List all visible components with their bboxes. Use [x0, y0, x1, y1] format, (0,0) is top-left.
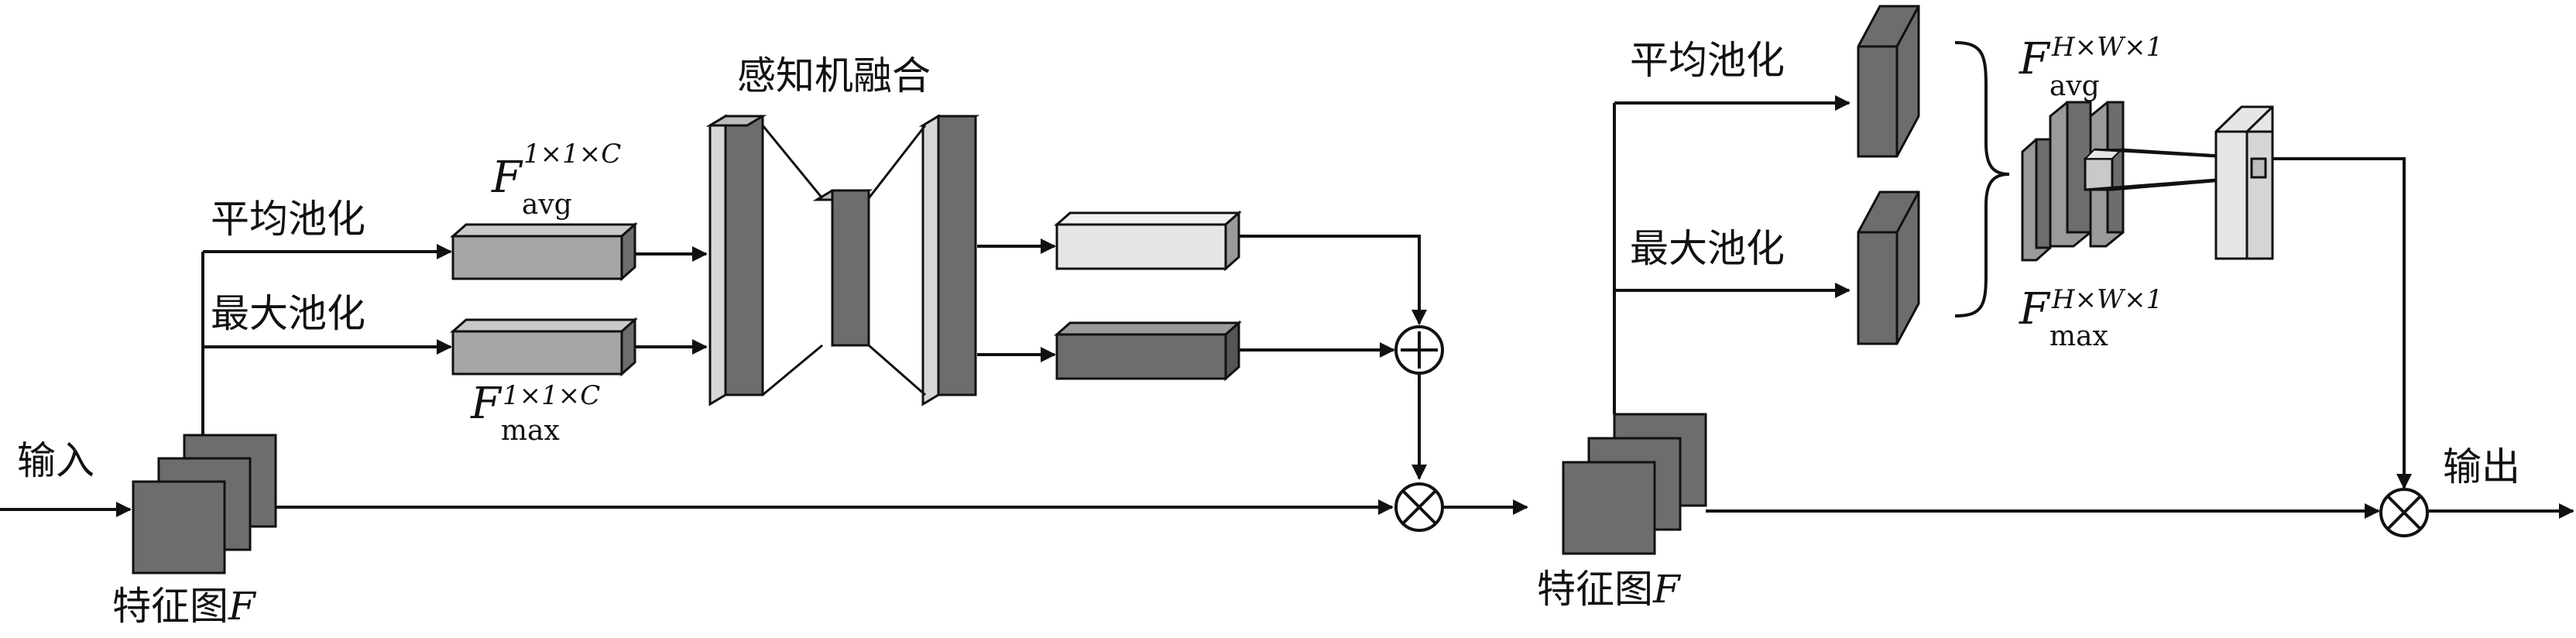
f-avg-c-sup: 1×1×C — [523, 139, 621, 170]
mlp-fusion-title: 感知机融合 — [737, 53, 931, 98]
output-label: 输出 — [2443, 444, 2520, 489]
avg-pool-label-1: 平均池化 — [211, 197, 365, 242]
f-max-c-label: Fmax — [470, 379, 560, 447]
f-avg-hw-label: Favg — [2019, 34, 2100, 102]
avg-pool-label-2: 平均池化 — [1630, 38, 1785, 83]
f-max-c-sup: 1×1×C — [503, 380, 600, 411]
feature-map-2-label: 特征图F — [1537, 567, 1682, 612]
multiply-symbol-2 — [2379, 488, 2429, 537]
max-pool-label-2: 最大池化 — [1630, 226, 1785, 271]
mlp-block — [705, 114, 980, 406]
max-mlp-output — [1054, 320, 1242, 382]
curly-brace — [1954, 41, 2010, 317]
avg-spatial-map — [1857, 5, 1920, 158]
input-label: 输入 — [17, 438, 94, 483]
concat-stack — [2021, 101, 2125, 262]
feature-map-1 — [132, 434, 277, 575]
avg-out-to-add-arrow — [1239, 235, 1427, 325]
avg-pooled-vector — [450, 221, 638, 282]
max-pool-label-1: 最大池化 — [211, 291, 365, 336]
feature-map-2 — [1562, 413, 1707, 555]
multiply-symbol-1 — [1394, 482, 1444, 532]
max-pooled-vector — [450, 317, 638, 377]
add-symbol — [1394, 325, 1444, 375]
f-avg-c-label: Favg — [491, 153, 572, 221]
f-avg-hw-sup: H×W×1 — [2051, 32, 2163, 63]
f-max-hw-sup: H×W×1 — [2051, 284, 2163, 315]
spatial-attention-map — [2214, 105, 2274, 260]
spatial-attention-arrow — [2272, 157, 2412, 489]
avg-mlp-output — [1054, 210, 1242, 272]
max-spatial-map — [1857, 190, 1920, 345]
feature-map-1-label: 特征图F — [112, 584, 257, 629]
f-max-hw-label: Fmax — [2019, 284, 2108, 352]
